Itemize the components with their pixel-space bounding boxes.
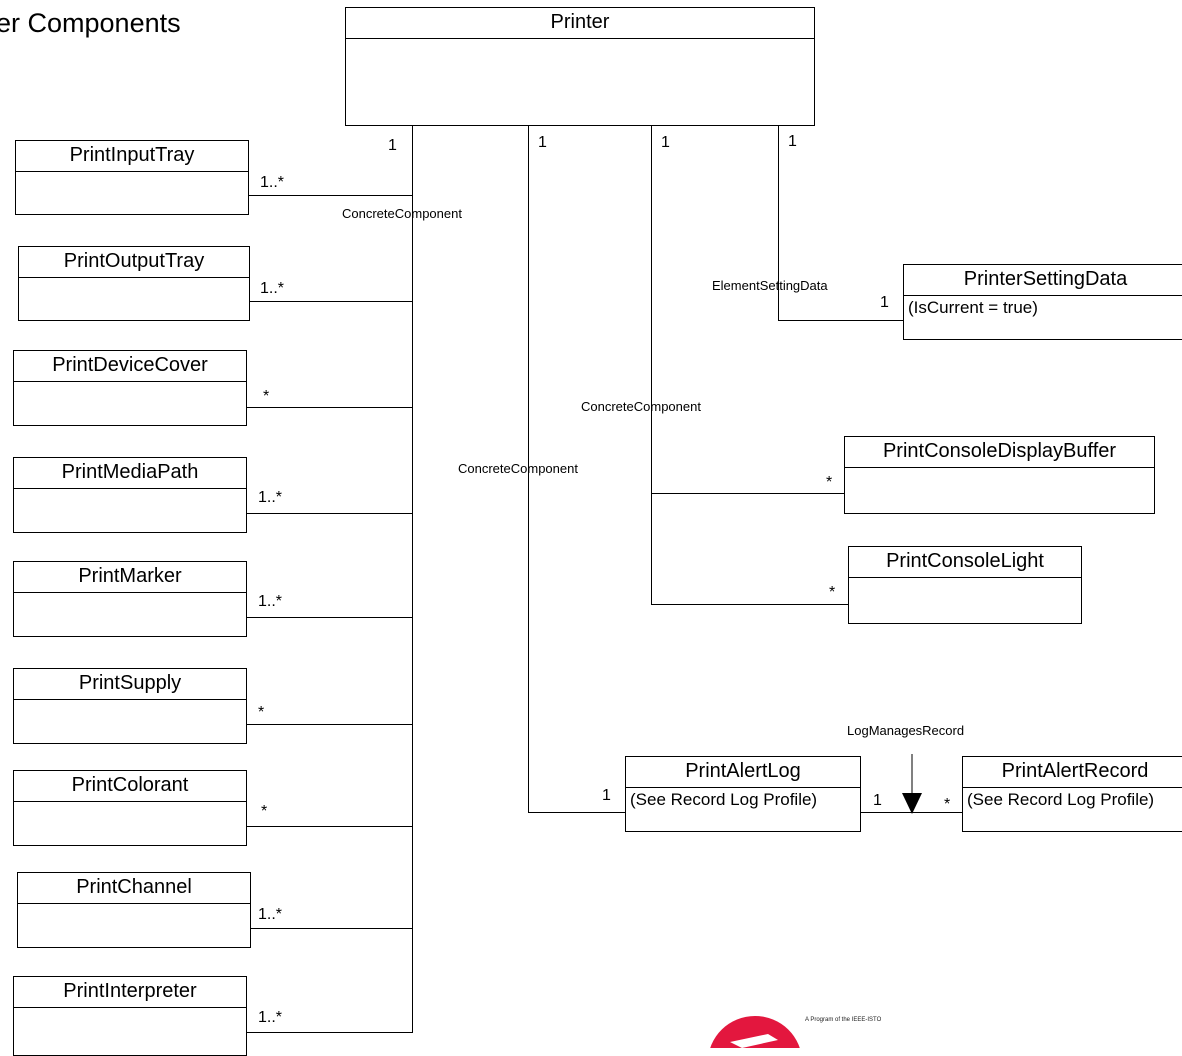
- class-print-interpreter-name: PrintInterpreter: [14, 977, 246, 1008]
- mult-printer-right: 1: [661, 134, 670, 151]
- connector-device-cover: [247, 407, 412, 408]
- connector-mid-trunk: [528, 126, 529, 813]
- class-printer-setting-data: PrinterSettingData (IsCurrent = true): [903, 264, 1182, 340]
- class-print-device-cover: PrintDeviceCover: [13, 350, 247, 426]
- mult-printer-setting: 1: [788, 133, 797, 150]
- mult-alert-log: 1: [602, 787, 611, 804]
- connector-channel: [251, 928, 412, 929]
- class-print-media-path-name: PrintMediaPath: [14, 458, 246, 489]
- assoc-label-concrete-mid: ConcreteComponent: [458, 461, 578, 476]
- class-print-alert-log-note: (See Record Log Profile): [630, 790, 818, 809]
- class-print-supply: PrintSupply: [13, 668, 247, 744]
- class-print-input-tray: PrintInputTray: [15, 140, 249, 215]
- connector-colorant: [247, 826, 412, 827]
- class-printer-setting-data-name: PrinterSettingData: [904, 265, 1182, 296]
- organization-logo: [710, 1016, 800, 1048]
- assoc-label-element-setting: ElementSettingData: [712, 278, 828, 293]
- mult-device-cover: *: [263, 388, 270, 405]
- class-print-interpreter: PrintInterpreter: [13, 976, 247, 1056]
- class-print-alert-record: PrintAlertRecord (See Record Log Profile…: [962, 756, 1182, 832]
- mult-input-tray: 1..*: [260, 174, 285, 191]
- connector-output-tray: [250, 301, 412, 302]
- connector-input-tray: [249, 195, 412, 196]
- mult-marker: 1..*: [258, 593, 283, 610]
- connector-alert-log: [528, 812, 625, 813]
- class-print-device-cover-name: PrintDeviceCover: [14, 351, 246, 382]
- mult-console-light: *: [829, 584, 836, 601]
- mult-supply: *: [258, 704, 265, 721]
- connector-left-trunk: [412, 126, 413, 1033]
- mult-colorant: *: [261, 803, 268, 820]
- mult-output-tray: 1..*: [260, 280, 285, 297]
- class-print-output-tray-name: PrintOutputTray: [19, 247, 249, 278]
- class-print-alert-record-note: (See Record Log Profile): [967, 790, 1155, 809]
- mult-printer-left: 1: [388, 137, 397, 154]
- class-print-console-display-buffer: PrintConsoleDisplayBuffer: [844, 436, 1155, 514]
- connector-media-path: [247, 513, 412, 514]
- assoc-label-concrete-left: ConcreteComponent: [342, 206, 462, 221]
- mult-log-to-record: 1: [873, 792, 882, 809]
- class-print-alert-log-name: PrintAlertLog: [626, 757, 860, 788]
- mult-printer-mid: 1: [538, 134, 547, 151]
- assoc-label-concrete-right: ConcreteComponent: [581, 399, 701, 414]
- class-print-console-display-buffer-name: PrintConsoleDisplayBuffer: [845, 437, 1154, 468]
- class-printer: Printer: [345, 7, 815, 126]
- class-print-colorant: PrintColorant: [13, 770, 247, 846]
- mult-media-path: 1..*: [258, 489, 283, 506]
- log-manages-arrow: [902, 754, 922, 814]
- class-print-channel: PrintChannel: [17, 872, 251, 948]
- connector-console-display: [651, 493, 844, 494]
- class-print-output-tray: PrintOutputTray: [18, 246, 250, 321]
- assoc-label-log-manages: LogManagesRecord: [847, 723, 965, 738]
- class-print-alert-record-name: PrintAlertRecord: [963, 757, 1182, 788]
- mult-setting-data: 1: [880, 294, 889, 311]
- class-printer-setting-data-note: (IsCurrent = true): [908, 298, 1038, 317]
- class-print-media-path: PrintMediaPath: [13, 457, 247, 533]
- connector-right-trunk: [651, 126, 652, 605]
- connector-supply: [247, 724, 412, 725]
- class-printer-name: Printer: [346, 8, 814, 39]
- mult-channel: 1..*: [258, 906, 283, 923]
- class-print-colorant-name: PrintColorant: [14, 771, 246, 802]
- connector-console-light: [651, 604, 848, 605]
- mult-console-display: *: [826, 474, 833, 491]
- connector-setting-data: [778, 320, 903, 321]
- mult-interpreter: 1..*: [258, 1009, 283, 1026]
- class-print-channel-name: PrintChannel: [18, 873, 250, 904]
- connector-setting-vertical: [778, 126, 779, 321]
- class-print-console-light-name: PrintConsoleLight: [849, 547, 1081, 578]
- connector-interpreter: [247, 1032, 412, 1033]
- class-print-alert-log: PrintAlertLog (See Record Log Profile): [625, 756, 861, 832]
- class-print-console-light: PrintConsoleLight: [848, 546, 1082, 624]
- diagram-title: er Components: [0, 8, 181, 38]
- class-print-input-tray-name: PrintInputTray: [16, 141, 248, 172]
- mult-record: *: [944, 796, 951, 813]
- class-print-marker-name: PrintMarker: [14, 562, 246, 593]
- connector-marker: [247, 617, 412, 618]
- class-print-marker: PrintMarker: [13, 561, 247, 637]
- logo-caption: A Program of the IEEE-ISTO: [805, 1017, 882, 1023]
- class-print-supply-name: PrintSupply: [14, 669, 246, 700]
